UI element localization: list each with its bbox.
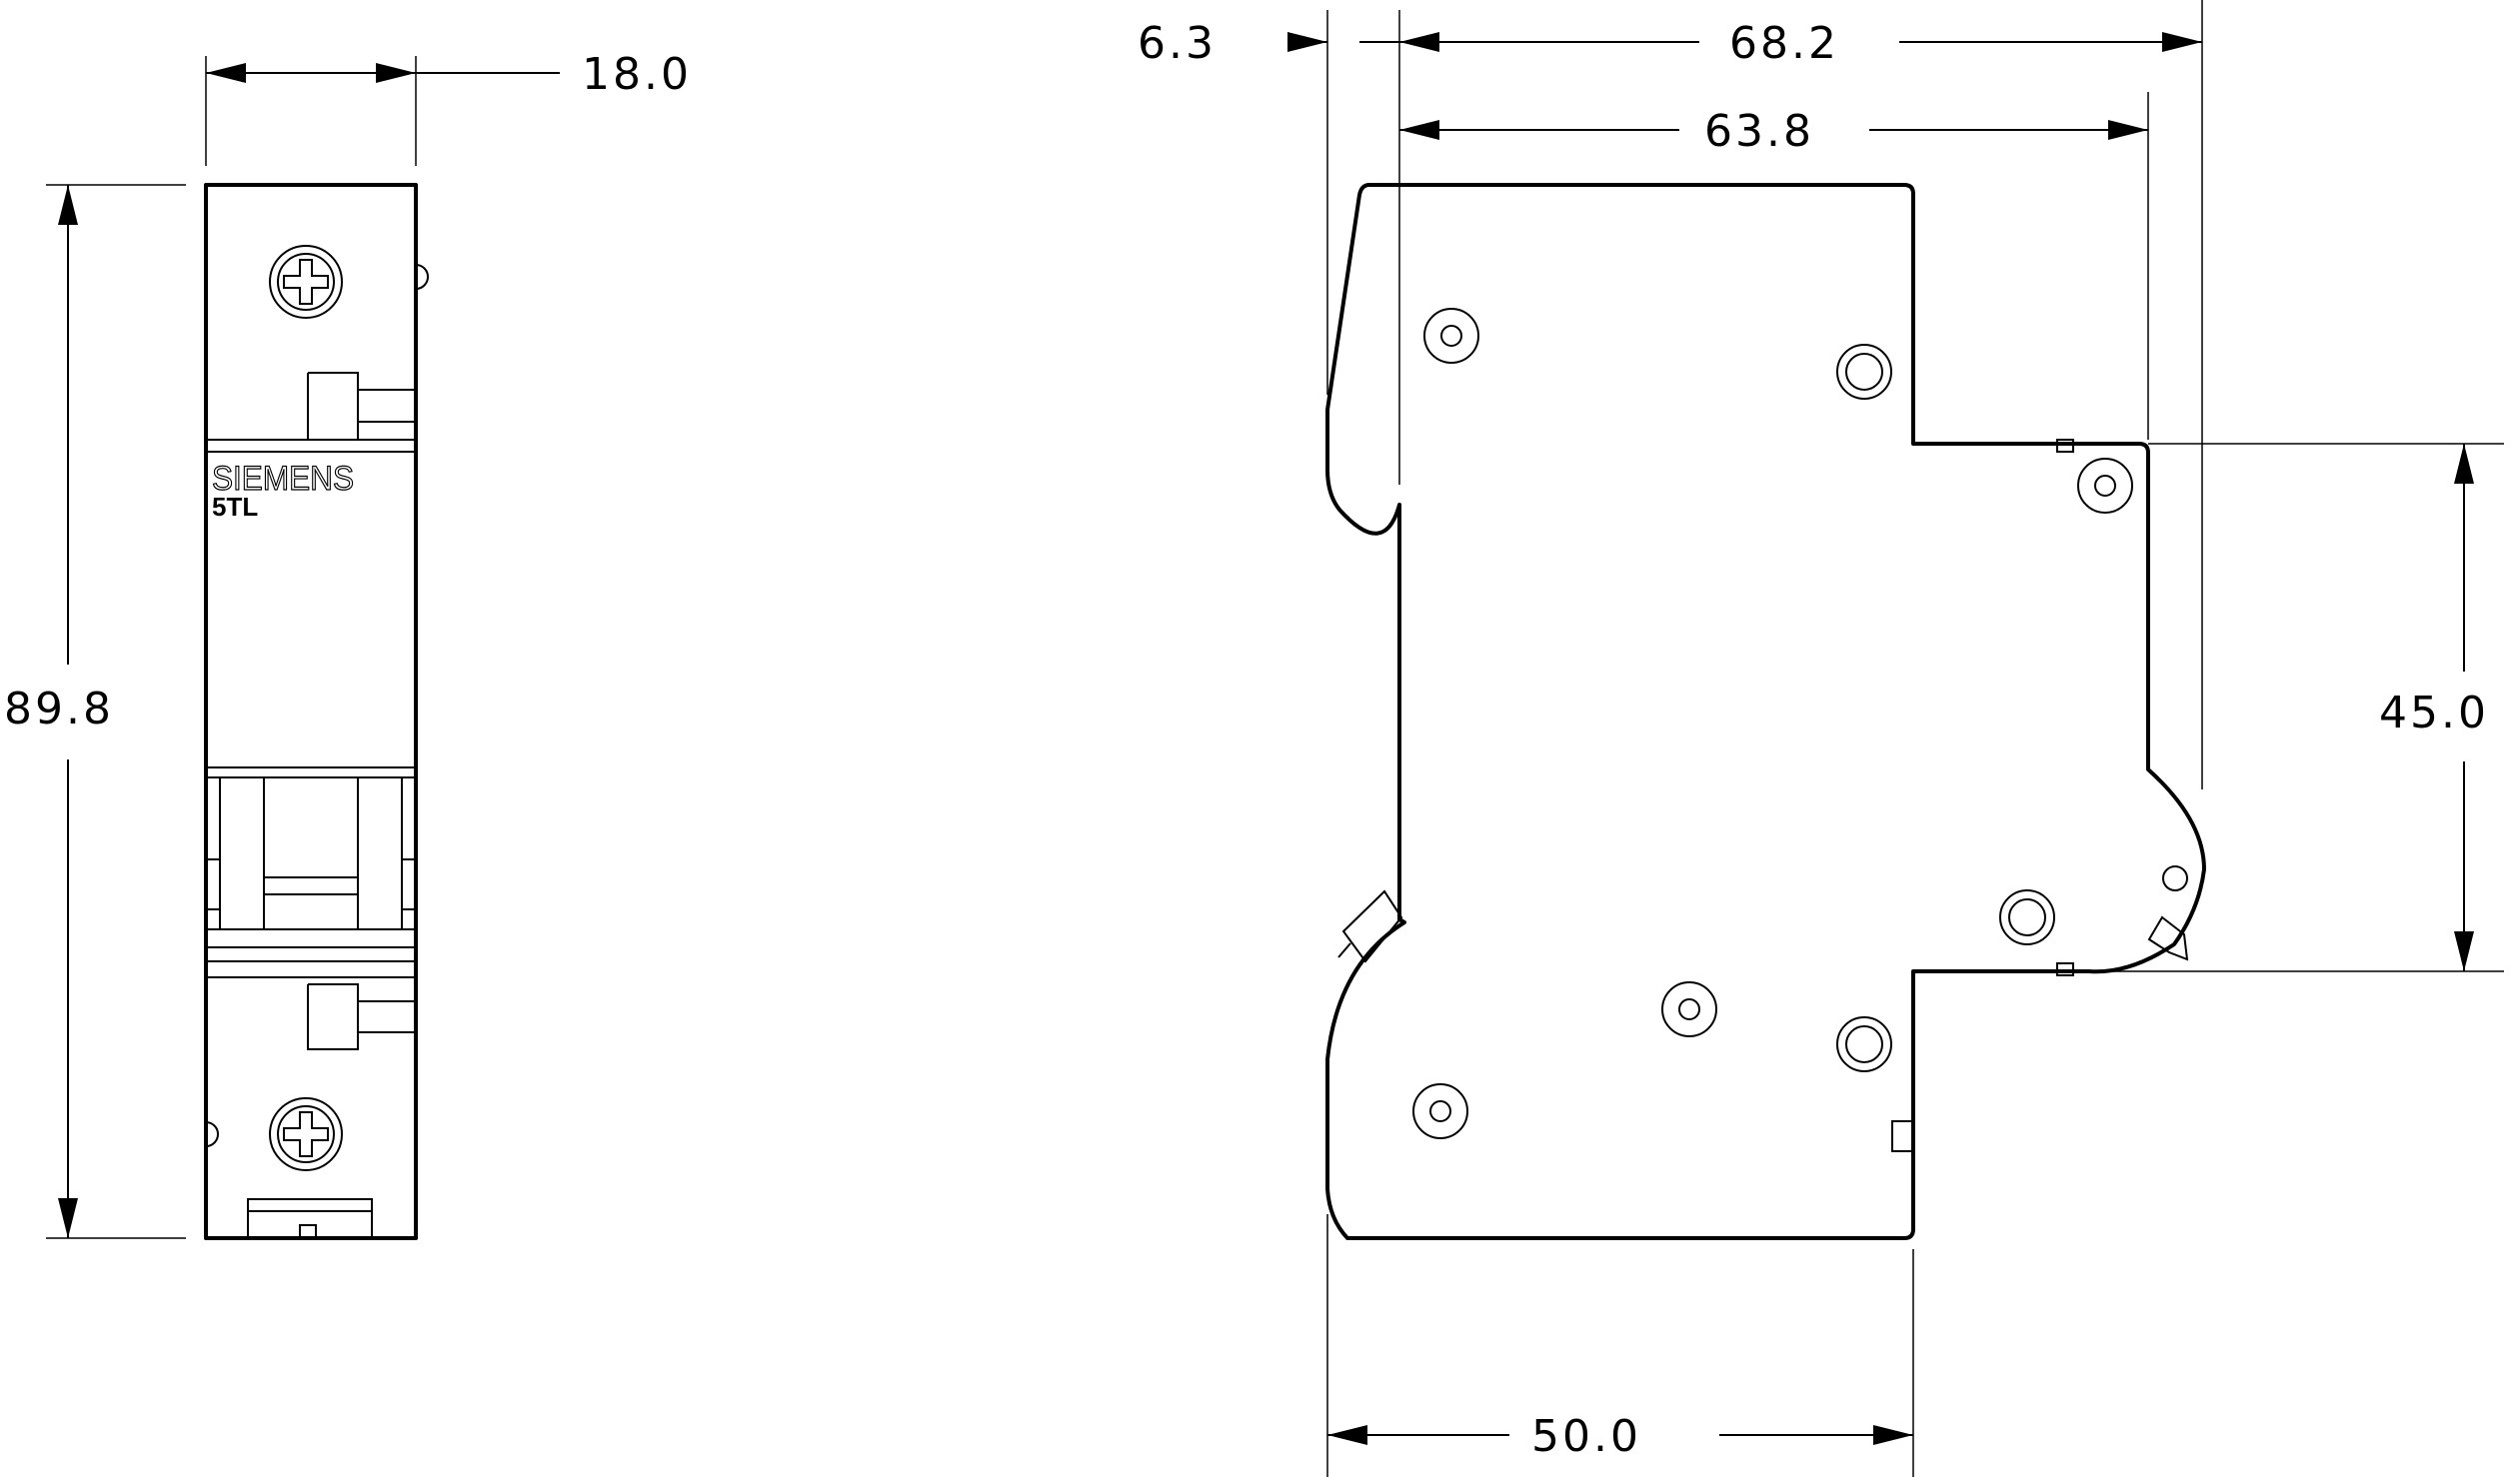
bottom-screw-icon [269,1097,343,1171]
side-body-outline [1325,183,2206,1240]
dim-front-height: 45.0 [2089,443,2504,972]
front-latch [2147,865,2189,961]
dim-offset-label: 6.3 [1138,18,1217,69]
dim-height: 89.8 [4,184,186,1239]
rivet-icon [1661,981,1717,1037]
dim-height-label: 89.8 [4,684,114,735]
dim-overall-depth: 68.2 [1399,0,2203,789]
dim-width: 18.0 [205,49,692,166]
lower-clip [1341,889,1403,963]
rivet-icon [1423,308,1479,364]
bottom-terminal [205,983,416,1239]
dim-overall-depth-label: 68.2 [1729,18,1839,69]
dim-base-depth: 50.0 [1326,1214,1914,1477]
toggle-lever [205,766,417,978]
dim-width-label: 18.0 [582,49,692,100]
model-label: 5TL [212,492,258,522]
side-view: 6.3 68.2 63.8 45.0 [1138,0,2504,1477]
rivet-icon [1836,1016,1892,1072]
rivet-icon [2077,458,2133,514]
top-terminal [269,245,429,441]
rivet-icon [1999,889,2055,945]
dim-offset: 6.3 [1138,10,1439,485]
dim-depth-label: 63.8 [1704,106,1814,157]
rivet-icon [1412,1083,1468,1139]
front-body-outline [204,183,418,1240]
dim-depth: 63.8 [1399,92,2149,440]
top-screw-icon [269,245,343,319]
rivet-icon [1836,344,1892,400]
front-view: SIEMENS 5TL [4,49,692,1240]
dim-base-depth-label: 50.0 [1531,1411,1641,1462]
brand-label: SIEMENS [212,460,354,498]
dim-front-height-label: 45.0 [2379,688,2489,738]
